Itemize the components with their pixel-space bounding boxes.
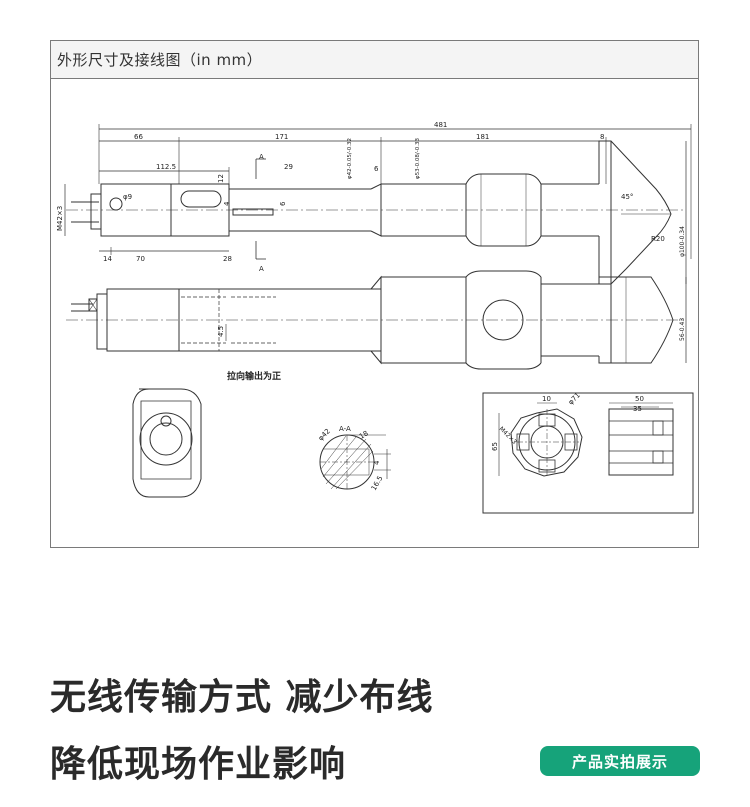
- dim-phi42: φ42-0.05/-0.32: [347, 138, 353, 179]
- dim-56: 56-0.43: [679, 318, 686, 341]
- dim-overall: 481: [434, 121, 447, 129]
- section-a-bottom: A: [259, 265, 264, 273]
- detail-d65: 65: [491, 442, 499, 451]
- section-d16: 16.5: [370, 474, 385, 492]
- dim-14: 14: [103, 255, 112, 263]
- section-d18: 18: [358, 429, 370, 440]
- detail-d10: 10: [542, 395, 551, 403]
- section-a-top: A: [259, 153, 264, 161]
- thread-label: M42×3: [56, 206, 64, 231]
- section-title: A-A: [339, 425, 351, 433]
- headline-line1: 无线传输方式 减少布线: [50, 677, 434, 718]
- radius-label: R20: [651, 235, 665, 243]
- hole-label: φ9: [123, 193, 132, 201]
- dim-12: 12: [217, 174, 225, 183]
- dim-112: 112.5: [156, 163, 176, 171]
- product-photo-badge[interactable]: 产品实拍展示: [540, 746, 700, 776]
- detail-thread: M42×3: [498, 425, 518, 445]
- dim-6b: 6: [374, 165, 379, 173]
- dim-seg2: 171: [275, 133, 288, 141]
- dim-6: 6: [279, 201, 287, 206]
- angle-label: 45°: [621, 193, 633, 201]
- dim-seg4: 8: [600, 133, 604, 141]
- section-d4: 4: [373, 460, 381, 465]
- dimension-drawing-panel: 外形尺寸及接线图（in mm）: [50, 40, 699, 548]
- panel-title: 外形尺寸及接线图（in mm）: [51, 41, 698, 79]
- technical-drawing: 481 66 171 181 8 112.5 29 12 4 6 6 14 70…: [56, 121, 694, 514]
- dim-28: 28: [223, 255, 232, 263]
- dim-seg3: 181: [476, 133, 489, 141]
- section-phi42: φ42: [317, 427, 332, 442]
- dim-29: 29: [284, 163, 293, 171]
- detail-d35: 35: [633, 405, 642, 413]
- dim-phi53: φ53-0.08/-0.33: [415, 138, 421, 179]
- dim-4: 4: [223, 201, 231, 206]
- dim-phi100: φ100-0.34: [679, 226, 686, 257]
- dim-70: 70: [136, 255, 145, 263]
- detail-d50: 50: [635, 395, 644, 403]
- output-direction-label: 拉向输出为正: [227, 370, 281, 382]
- dim-45: 4.5: [217, 326, 225, 337]
- dim-seg1: 66: [134, 133, 143, 141]
- headline-line2: 降低现场作业影响: [50, 744, 347, 785]
